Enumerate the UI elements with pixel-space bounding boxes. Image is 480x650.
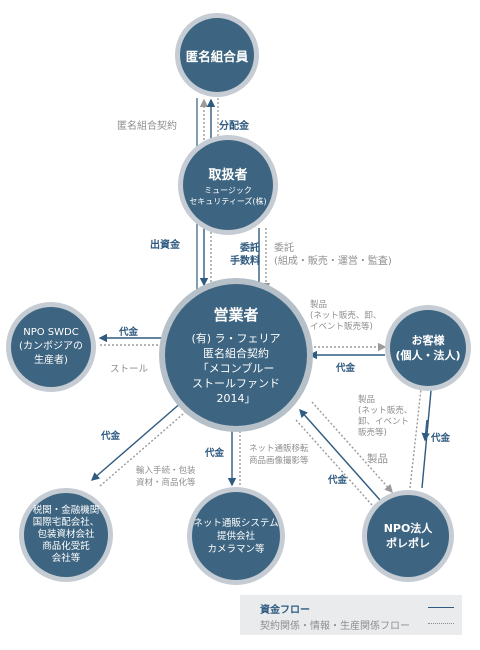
handler-line2: セキュリティーズ(株) <box>189 196 267 206</box>
operator-title: 営業者 <box>213 306 259 324</box>
operator-swdc-lines <box>98 333 172 350</box>
product-right-line1: 製品 <box>310 300 328 310</box>
stole-label: ストール <box>110 364 149 375</box>
operator-line1: (有) ラ・フェリア <box>191 332 281 345</box>
payment-pole-label: 代金 <box>328 475 348 486</box>
operator-line3: 「メコンブルー <box>197 362 275 375</box>
npo-pole-line1: NPO法人 <box>383 522 433 535</box>
investment-label: 出資金 <box>150 240 180 251</box>
agencies-line2: 国際宅配会社、 <box>32 517 100 528</box>
netshop-line3: カメラマン等 <box>207 543 265 555</box>
handler-title: 取扱者 <box>208 167 248 183</box>
consign-line1: 委託 <box>274 243 294 254</box>
agencies-node: 税関・金融機関 国際宅配会社、 包装資材会社 商品化受託 会社等 <box>24 493 108 577</box>
payment-pole-customer-label: 代金 <box>431 433 451 444</box>
netshop-node: ネット通販システム 提供会社 カメラマン等 <box>192 492 280 580</box>
npo-swdc-line3: 生産者) <box>34 355 68 366</box>
netshop-line2: 提供会社 <box>216 530 255 542</box>
product-right-label: 製品 (ネット販売、卸、 イベント販売等) <box>310 300 381 333</box>
operator-netshop-lines <box>227 418 245 487</box>
investors-node: 匿名組合員 <box>180 18 254 92</box>
consign-label: 委託 (組成・販売・運営・監査) <box>274 242 392 268</box>
netshop-info-line1: ネット通販移転 <box>249 444 309 454</box>
handler-operator-lines <box>199 228 271 292</box>
netshop-info-line2: 商品画像撮影等 <box>249 456 309 466</box>
commission-line1: 委託 <box>240 243 260 254</box>
agencies-line3: 包装資材会社 <box>37 529 95 540</box>
customers-line2: (個人・法人) <box>395 349 461 362</box>
operator-customer-lines <box>308 342 387 360</box>
investors-label: 匿名組合員 <box>185 48 249 64</box>
agencies-line5: 会社等 <box>51 553 81 564</box>
legend-contract-line <box>428 623 454 624</box>
operator-line2: 匿名組合契約 <box>203 347 269 360</box>
agencies-line4: 商品化受託 <box>42 541 90 552</box>
payment-agencies-label: 代金 <box>101 431 121 442</box>
payment-customer-label: 代金 <box>336 363 356 374</box>
npo-swdc-node: NPO SWDC (カンボジアの 生産者) <box>11 307 91 387</box>
handler-node: 取扱者 ミュージック セキュリティーズ(株) <box>183 140 273 230</box>
pole-customer-line1: 製品 <box>358 395 376 405</box>
handler-line1: ミュージック <box>204 185 252 195</box>
import-label: 輸入手続・包装 資材・商品化等 <box>136 465 196 489</box>
legend-money-line <box>428 607 454 609</box>
payment-netshop-label: 代金 <box>205 448 225 459</box>
commission-line2: 手数料 <box>230 256 260 267</box>
customers-line1: お客様 <box>411 334 445 347</box>
pole-customer-label: 製品 (ネット販売、 卸、イベント 販売等) <box>358 395 412 439</box>
npo-pole-node: NPO法人 ポレポレ <box>367 495 449 577</box>
pole-customer-line4: 販売等) <box>358 428 387 438</box>
operator-line4: ストールファンド <box>192 377 280 390</box>
investor-contract-label: 匿名組合契約 <box>117 121 177 132</box>
customers-node: お客様 (個人・法人) <box>390 310 466 386</box>
operator-node: 営業者 (有) ラ・フェリア 匿名組合契約 「メコンブルー ストールファンド 2… <box>165 284 307 426</box>
npo-swdc-line1: NPO SWDC <box>23 327 79 338</box>
legend: 資金フロー 契約関係・情報・生産関係フロー <box>240 595 462 635</box>
legend-contract-flow: 契約関係・情報・生産関係フロー <box>260 621 410 632</box>
operator-line5: 2014」 <box>216 392 256 405</box>
product-right-line2: (ネット販売、卸、 <box>310 311 382 321</box>
operator-pole-lines <box>295 401 393 506</box>
pole-customer-line2: (ネット販売、 <box>358 406 413 416</box>
pole-customer-line3: 卸、イベント <box>358 417 410 427</box>
import-line1: 輸入手続・包装 <box>136 466 196 476</box>
npo-pole-line2: ポレポレ <box>386 537 430 550</box>
consign-line2: (組成・販売・運営・監査) <box>274 256 392 267</box>
legend-money-flow: 資金フロー <box>260 605 310 616</box>
pole-customer-lines <box>409 378 433 489</box>
npo-swdc-line2: (カンボジアの <box>19 341 83 352</box>
operator-agency-lines <box>90 394 200 487</box>
distribution-label: 分配金 <box>219 121 249 132</box>
commission-label: 委託 手数料 <box>230 242 260 268</box>
netshop-info-label: ネット通販移転 商品画像撮影等 <box>249 443 309 467</box>
payment-swdc-label: 代金 <box>119 327 139 338</box>
product-right-line3: イベント販売等) <box>310 322 373 332</box>
netshop-line1: ネット通販システム <box>193 517 279 529</box>
import-line2: 資材・商品化等 <box>136 478 196 488</box>
agencies-line1: 税関・金融機関 <box>32 505 100 516</box>
product-pole-label: 製品 <box>367 453 388 465</box>
